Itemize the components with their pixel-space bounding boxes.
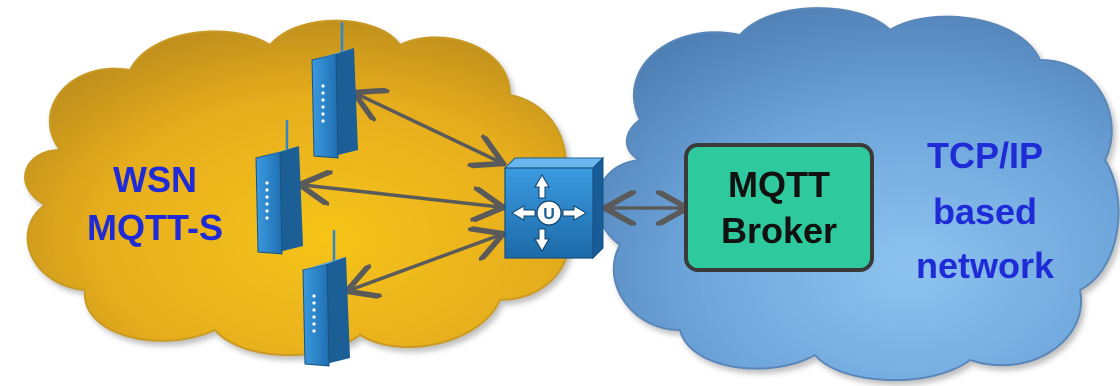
arrow-device2-router	[303, 185, 500, 207]
broker-label-line1: MQTT	[728, 164, 830, 205]
wsn-label-line2: MQTT-S	[87, 207, 223, 248]
ip-label-line1: TCP/IP	[927, 135, 1043, 176]
ip-label-line2: based	[933, 191, 1037, 232]
gateway-router-icon: U	[503, 156, 605, 260]
sensor-device-1	[311, 22, 358, 159]
wsn-label-line1: WSN	[113, 159, 197, 200]
broker-label-line2: Broker	[721, 210, 837, 251]
arrow-device1-router	[357, 94, 500, 162]
router-u-glyph: U	[543, 206, 555, 223]
ip-label-line3: network	[916, 245, 1055, 286]
sensor-device-2	[255, 120, 303, 255]
mqtt-broker-box: MQTT Broker	[684, 143, 874, 272]
connection-arrows	[303, 94, 684, 290]
sensor-device-3	[302, 230, 350, 367]
arrow-device3-router	[350, 235, 500, 290]
